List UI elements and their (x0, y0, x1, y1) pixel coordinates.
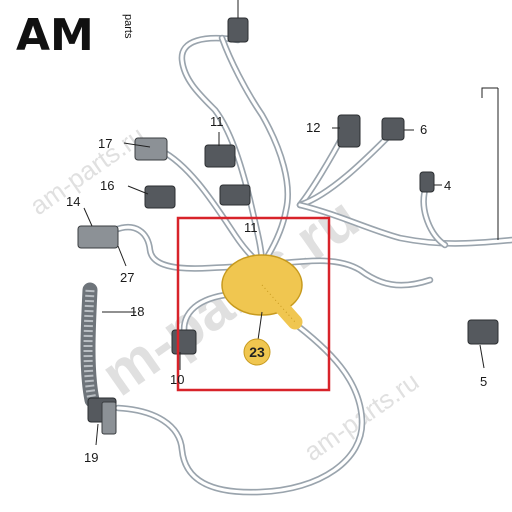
callout-5: 5 (480, 374, 487, 389)
wire-top-2-core (220, 36, 290, 267)
connector-11-upper (204, 144, 236, 168)
connector-10 (171, 329, 197, 355)
callout-6: 6 (420, 122, 427, 137)
connector-11-lower (219, 184, 251, 206)
connector-16 (144, 185, 176, 209)
callout-17: 17 (98, 136, 112, 151)
brand-logo-text: AM (16, 10, 94, 61)
wire-top-1-core (180, 36, 264, 267)
callout-16: 16 (100, 178, 114, 193)
watermark-top-left: am-parts.ru (24, 120, 150, 221)
callout-14: 14 (66, 194, 80, 209)
wire-right-low-core (260, 259, 432, 287)
wire-right-trunk-core (298, 203, 512, 246)
callout-11-upper: 11 (210, 114, 224, 129)
connector-12 (337, 114, 361, 148)
callout-23: 23 (249, 344, 265, 360)
callout-27: 27 (120, 270, 134, 285)
callout-12: 12 (306, 120, 320, 135)
connector-19-clip (101, 401, 117, 435)
callout-18: 18 (130, 304, 144, 319)
wire-to-6-core (298, 133, 392, 207)
brand-logo: AM parts (16, 10, 134, 61)
connector-5 (467, 319, 499, 345)
wire-main-down-core (116, 318, 364, 494)
connector-17 (134, 137, 168, 161)
highlight-frame (176, 216, 331, 392)
connector-4 (419, 171, 435, 193)
brand-logo-sub: parts (122, 14, 134, 39)
corrugated-tube-18 (80, 282, 117, 435)
callout-19: 19 (84, 450, 98, 465)
leader-lines (83, 0, 499, 446)
callout-23-badge: 23 (243, 338, 271, 366)
connector-top (227, 17, 249, 43)
part-23-grommet (221, 254, 303, 330)
callout-labels: 4 5 6 10 11 11 12 14 16 17 18 19 27 (66, 114, 487, 465)
wire-to-4-core (422, 188, 447, 247)
callout-10: 10 (170, 372, 184, 387)
callout-11-lower: 11 (244, 220, 258, 235)
connector-6 (381, 117, 405, 141)
callout-4: 4 (444, 178, 451, 193)
connector-14 (77, 225, 119, 249)
